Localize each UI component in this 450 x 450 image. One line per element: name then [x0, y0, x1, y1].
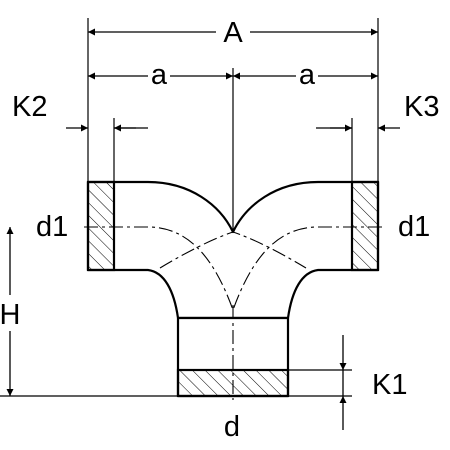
label-a-right-bg [296, 60, 318, 92]
label-H-bg [0, 295, 22, 331]
label-a-right: a [299, 59, 316, 91]
label-d: d [224, 411, 240, 443]
right-socket-wall [350, 180, 380, 272]
label-a-left-bg [148, 60, 170, 92]
label-H: H [0, 299, 20, 331]
label-K1: K1 [372, 369, 407, 401]
label-A-bg [216, 14, 250, 48]
labels: A a a K2 K3 d1 d1 H K1 d [0, 14, 439, 443]
label-a-left: a [151, 59, 168, 91]
left-centerline [84, 226, 234, 311]
fitting-outline [86, 180, 380, 320]
label-K2: K2 [12, 91, 47, 123]
right-centerline [232, 226, 382, 311]
label-A: A [223, 17, 243, 49]
label-d1-right: d1 [398, 211, 430, 243]
label-K3: K3 [404, 91, 439, 123]
label-d1-left: d1 [36, 211, 68, 243]
left-socket-wall [86, 180, 116, 272]
